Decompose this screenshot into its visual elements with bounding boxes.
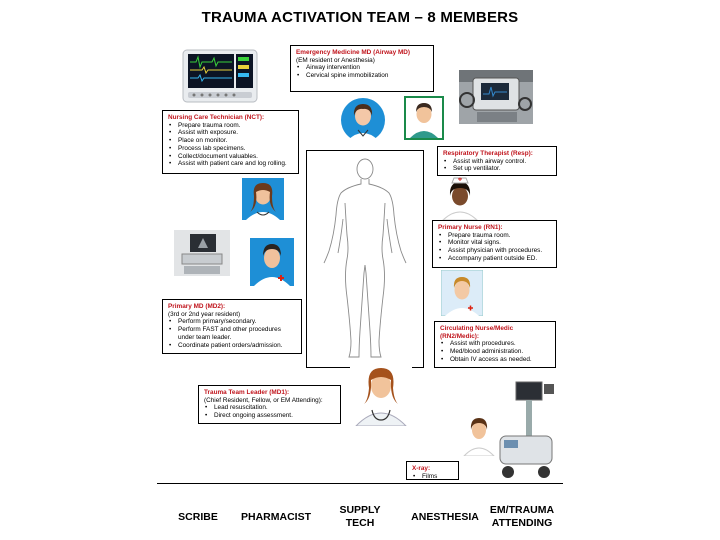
nct-heading: Nursing Care Technician — [168, 114, 243, 121]
role-supply-tech: SUPPLY TECH — [331, 504, 389, 530]
resp-heading-sub: (Resp): — [510, 150, 533, 157]
nct-item: Place on monitor. — [168, 137, 293, 145]
nct-item: Assist with exposure. — [168, 129, 293, 137]
rn2-item: Obtain IV access as needed. — [440, 356, 550, 364]
female-nurse-icon — [242, 178, 284, 220]
resp-item: Set up ventilator. — [443, 165, 551, 173]
rn2-item: Med/blood administration. — [440, 348, 550, 356]
md1-item: Direct ongoing assessment. — [204, 412, 335, 420]
xray-heading: X-ray: — [412, 465, 431, 472]
role-supply-tech-label: SUPPLY TECH — [339, 504, 381, 529]
rn1-heading: Primary Nurse — [438, 224, 482, 231]
em-md-heading: Emergency Medicine MD — [296, 49, 372, 56]
md2-item: Perform FAST and other procedures under … — [168, 326, 296, 341]
rn1-item: Prepare trauma room. — [438, 232, 551, 240]
rn1-item: Monitor vital signs. — [438, 239, 551, 247]
vital-signs-monitor-image — [182, 49, 258, 103]
md2-heading: Primary MD — [168, 303, 204, 310]
role-em-trauma-attending-label: EM/TRAUMA ATTENDING — [489, 504, 555, 529]
md2-box: Primary MD (MD2): (3rd or 2nd year resid… — [162, 299, 302, 354]
xray-box: X-ray: Films — [406, 461, 459, 480]
md1-heading-sub: (MD1): — [269, 389, 290, 396]
em-md-note: (EM resident or Anesthesia) — [296, 56, 375, 64]
em-md-item: Airway intervention — [296, 64, 428, 72]
divider-line — [157, 483, 563, 484]
md2-note: (3rd or 2nd year resident) — [168, 310, 241, 318]
nct-heading-sub: (NCT): — [244, 114, 265, 121]
body-outline-frame — [306, 150, 424, 368]
role-pharmacist: PHARMACIST — [241, 511, 311, 523]
md1-heading: Trauma Team Leader — [204, 389, 268, 396]
md2-item: Perform primary/secondary. — [168, 318, 296, 326]
respiratory-nurse-icon — [442, 177, 478, 220]
rn1-heading-sub: (RN1): — [483, 224, 503, 231]
rn1-item: Assist physician with procedures. — [438, 247, 551, 255]
rn1-item: Accompany patient outside ED. — [438, 255, 551, 263]
resp-box: Respiratory Therapist (Resp): Assist wit… — [437, 146, 557, 176]
md2-item: Coordinate patient orders/admission. — [168, 342, 296, 350]
ultrasound-machine-image — [174, 230, 230, 276]
nct-item: Collect/document valuables. — [168, 153, 293, 161]
role-em-trauma-attending: EM/TRAUMA ATTENDING — [480, 504, 564, 530]
male-doctor-icon — [410, 103, 438, 138]
xray-tech-icon — [463, 418, 495, 456]
page-title: TRAUMA ACTIVATION TEAM – 8 MEMBERS — [201, 9, 519, 26]
resp-heading: Respiratory Therapist — [443, 150, 510, 157]
rn2-heading: Circulating Nurse/Medic — [440, 325, 514, 332]
rn2-heading2: (RN2/Medic): — [440, 332, 480, 340]
role-scribe: SCRIBE — [178, 511, 218, 523]
md2-heading-sub: (MD2): — [205, 303, 226, 310]
team-leader-icon — [350, 360, 412, 426]
em-md-heading-sub: (Airway MD) — [373, 49, 411, 56]
role-anesthesia: ANESTHESIA — [411, 511, 479, 523]
nct-item: Process lab specimens. — [168, 145, 293, 153]
male-doctor-portrait — [404, 96, 444, 140]
xray-item: Films — [412, 473, 453, 481]
female-doctor-icon — [341, 98, 385, 142]
rn1-box: Primary Nurse (RN1): Prepare trauma room… — [432, 220, 557, 268]
ventilator-image — [459, 70, 533, 124]
rn2-box: Circulating Nurse/Medic (RN2/Medic): Ass… — [434, 321, 556, 368]
nct-item: Prepare trauma room. — [168, 122, 293, 130]
em-md-box: Emergency Medicine MD (Airway MD) (EM re… — [290, 45, 434, 92]
nct-box: Nursing Care Technician (NCT): Prepare t… — [162, 110, 299, 174]
em-md-item: Cervical spine immobilization — [296, 72, 428, 80]
resp-item: Assist with airway control. — [443, 158, 551, 166]
md1-box: Trauma Team Leader (MD1): (Chief Residen… — [198, 385, 341, 424]
nct-item: Assist with patient care and log rolling… — [168, 160, 293, 168]
primary-nurse-icon — [441, 270, 483, 316]
xray-machine-image — [499, 381, 554, 478]
rn2-item: Assist with procedures. — [440, 340, 550, 348]
md1-note: (Chief Resident, Fellow, or EM Attending… — [204, 396, 323, 404]
human-body-outline-icon — [323, 158, 407, 358]
primary-md-icon — [250, 238, 294, 286]
md1-item: Lead resuscitation. — [204, 404, 335, 412]
